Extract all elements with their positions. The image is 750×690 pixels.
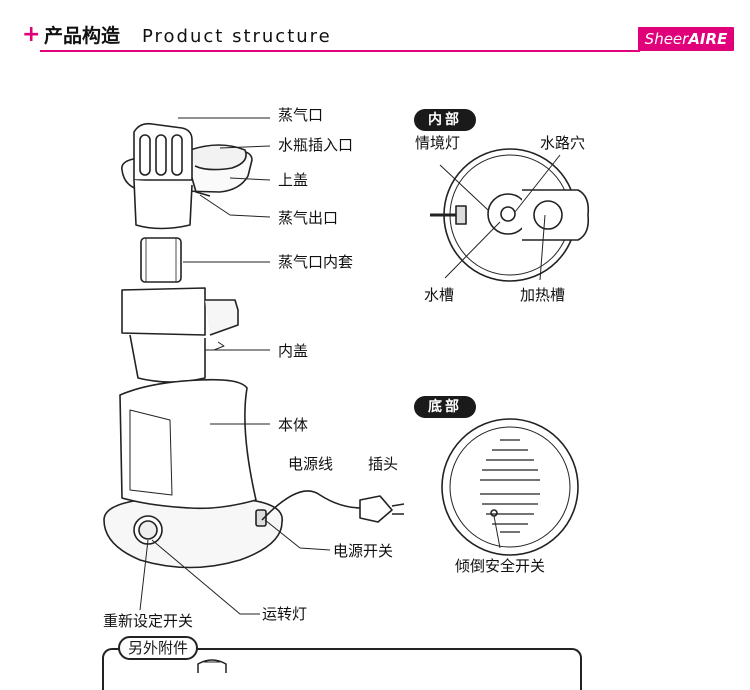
label-body: 本体: [278, 416, 309, 434]
label-heating-tank: 加热槽: [520, 286, 566, 304]
title-english: Product structure: [142, 26, 332, 47]
label-power-switch: 电源开关: [333, 542, 394, 560]
label-run-light: 运转灯: [262, 605, 308, 623]
page-header: + 产品构造 Product structure SheerAIRE: [0, 0, 750, 60]
bottom-badge: 底部: [414, 396, 476, 418]
label-ambient-light: 情境灯: [415, 134, 461, 152]
label-bottle-inlet: 水瓶插入口: [278, 136, 354, 154]
accessories-frame: [102, 648, 582, 690]
steam-sleeve-illustration: [140, 237, 182, 283]
interior-badge: 内部: [414, 109, 476, 131]
bottom-view: [441, 418, 579, 556]
plus-icon: +: [22, 22, 41, 47]
label-plug: 插头: [368, 455, 399, 473]
product-diagram: [103, 117, 590, 615]
label-reset-switch: 重新设定开关: [103, 612, 194, 630]
label-steam-outlet: 蒸气出口: [278, 209, 339, 227]
power-cord-illustration: [261, 490, 405, 523]
title-chinese: 产品构造: [44, 25, 121, 47]
label-inner-cover: 内盖: [278, 342, 309, 360]
label-steam-mouth: 蒸气口: [278, 106, 324, 124]
label-power-cord: 电源线: [288, 455, 334, 473]
accessory-icon: [197, 659, 227, 673]
body-illustration: [103, 378, 283, 569]
label-steam-inner-sleeve: 蒸气口内套: [278, 253, 354, 271]
header-rule: [40, 50, 640, 52]
label-water-hole: 水路穴: [540, 134, 586, 152]
label-water-tank: 水槽: [424, 286, 455, 304]
brand-logo: SheerAIRE: [638, 27, 734, 51]
label-top-cover: 上盖: [278, 171, 309, 189]
inner-cover-illustration: [121, 287, 239, 383]
leader-lines: [139, 117, 561, 615]
accessories-label: 另外附件: [118, 636, 199, 660]
label-tilt-switch: 倾倒安全开关: [455, 557, 546, 575]
top-cover-illustration: [121, 122, 253, 230]
interior-top-view: [430, 148, 590, 282]
